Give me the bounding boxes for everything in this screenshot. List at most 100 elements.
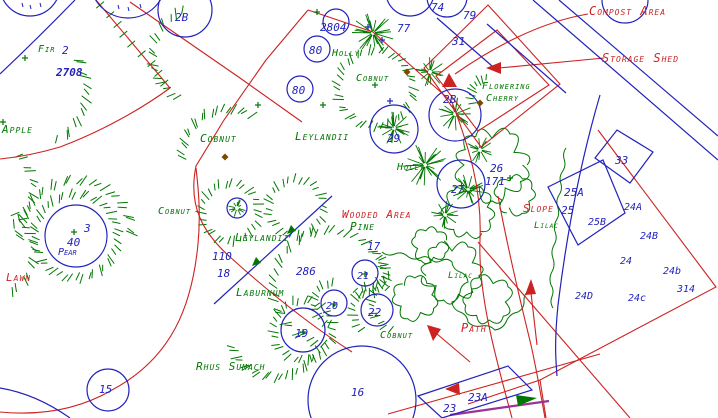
label-lawn: Lawn [6, 271, 31, 284]
canopy-hatch-tick [179, 137, 189, 146]
tree-branches [423, 166, 426, 186]
label-80: 80 [292, 84, 306, 97]
canopy-hatch-tick [79, 175, 88, 186]
tree-branches [395, 128, 410, 133]
label-leylandii: Leylandii [235, 231, 289, 244]
canopy-hatch-tick [307, 295, 319, 301]
label-holly: Holly [331, 48, 360, 59]
label-20: 20 [326, 301, 338, 312]
canopy-hatch-tick [207, 188, 213, 197]
canopy-hatch-tick [328, 337, 337, 345]
canopy-hatch-tick [41, 204, 46, 214]
canopy-hatch-tick [327, 326, 336, 331]
canopy-hatch-tick [226, 106, 232, 114]
tree-branches [366, 34, 373, 43]
tree-branches [228, 205, 236, 209]
canopy-hatch-tick [387, 270, 390, 280]
plot-rectangle [594, 129, 654, 184]
canopy-hatch-tick [371, 252, 381, 255]
canopy-hatch-tick [359, 49, 363, 56]
canopy-hatch-tick [408, 91, 417, 98]
canopy-hatch-tick [309, 354, 313, 363]
label-24d: 24D [575, 291, 593, 302]
canopy-hatch-tick [61, 274, 69, 282]
hedge-wavy-line [549, 147, 567, 309]
canopy-hatch-tick [278, 253, 283, 263]
canopy-hatch-tick [48, 267, 59, 276]
canopy-hatch-tick [31, 235, 40, 241]
canopy-hatch-tick [271, 344, 280, 347]
canopy-hatch-tick [384, 285, 391, 292]
tree-branches [417, 149, 425, 164]
canopy-hatch-tick [14, 230, 23, 237]
tree-branches [394, 129, 402, 144]
tree-branches [372, 19, 377, 32]
canopy-hatch-tick [347, 58, 351, 66]
tree-branches [468, 143, 479, 150]
tree-branches [457, 177, 468, 189]
canopy-hatch-tick [54, 135, 58, 144]
label-171: 171 [485, 175, 505, 188]
canopy-hatch-tick [22, 206, 28, 216]
canopy-hatch-tick [88, 272, 92, 280]
canopy-hatch-tick [293, 356, 299, 363]
canopy-hatch-tick [339, 62, 345, 71]
canopy-hatch-tick [382, 275, 386, 284]
canopy-hatch-tick [263, 213, 272, 216]
canopy-hatch-tick [172, 94, 182, 100]
canopy-hatch-tick [15, 234, 25, 241]
canopy-hatch-tick [327, 280, 329, 289]
canopy-hatch-tick [355, 120, 363, 128]
canopy-hatch-tick [253, 209, 262, 213]
tree-branches [372, 34, 376, 47]
canopy-hatch-tick [240, 364, 250, 369]
tree-branches [469, 184, 475, 190]
canopy-hatch-tick [316, 285, 321, 292]
canopy-hatch-tick [319, 208, 328, 213]
canopy-hatch-tick [92, 195, 103, 204]
canopy-hatch-tick [272, 187, 276, 193]
tree-branches [418, 156, 425, 164]
canopy-hatch-tick [375, 254, 383, 261]
canopy-hatch-tick [331, 80, 341, 87]
canopy-hatch-tick [18, 217, 28, 221]
canopy-hatch-tick [114, 228, 124, 233]
tree-circle [307, 345, 417, 418]
tree-branches [374, 29, 390, 34]
plot-rectangle [547, 159, 626, 246]
canopy-hatch-tick [315, 192, 327, 197]
label-77: 77 [397, 22, 411, 35]
canopy-hatch-tick [274, 346, 284, 350]
canopy-hatch-tick [176, 149, 185, 156]
canopy-hatch-tick [67, 126, 70, 138]
canopy-hatch-tick [402, 67, 415, 72]
tree-circle [428, 88, 482, 142]
tree-branches [238, 208, 241, 211]
fence-hatch-tick [160, 79, 169, 87]
tree-branches [481, 150, 492, 156]
canopy-hatch-tick [485, 74, 488, 81]
tree-branches [373, 34, 384, 46]
tree-branches [374, 25, 382, 33]
tree-branches [233, 202, 237, 207]
canopy-hatch-tick [272, 316, 278, 322]
tree-branches [481, 142, 491, 150]
canopy-hatch-tick [214, 105, 219, 116]
tree-circle [351, 259, 379, 287]
tree-circle [44, 204, 108, 268]
label-79: 79 [463, 9, 476, 22]
label-wooded-area: Wooded Area [342, 208, 411, 221]
canopy-hatch-tick [152, 77, 162, 80]
tree-branches [423, 63, 430, 71]
canopy-dot [29, 4, 32, 10]
canopy-hatch-tick [303, 359, 308, 372]
canopy-hatch-tick [267, 219, 277, 223]
canopy-hatch-tick [406, 75, 416, 78]
canopy-hatch-tick [230, 104, 238, 115]
tree-branches [395, 116, 407, 127]
canopy-hatch-tick [350, 293, 360, 302]
canopy-hatch-tick [30, 246, 37, 252]
fence-hatch-tick [119, 30, 128, 38]
canopy-hatch-tick [373, 122, 378, 133]
canopy-hatch-tick [286, 240, 292, 253]
